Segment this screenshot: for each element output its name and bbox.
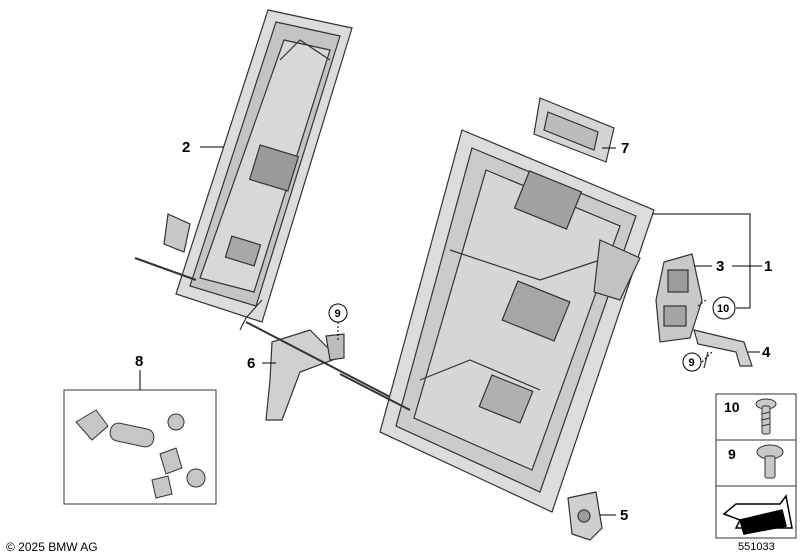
callout-6: 6 <box>247 355 255 372</box>
detail-box-part-8 <box>63 389 217 505</box>
backrest-frame-narrow[interactable] <box>134 9 353 331</box>
fastener-legend: 10 9 <box>715 393 797 539</box>
callout-8: 8 <box>135 353 143 370</box>
bracket-part-4[interactable] <box>693 329 753 369</box>
backrest-frame-large[interactable] <box>339 129 655 513</box>
circled-callout-10: 10 <box>712 296 736 320</box>
latch-part-5[interactable] <box>567 491 603 541</box>
direction-arrow-icon <box>722 494 793 535</box>
circled-callout-9-lower: 9 <box>682 352 702 372</box>
callout-5: 5 <box>620 507 628 524</box>
legend-label-10: 10 <box>724 399 740 415</box>
screw-icon <box>755 398 777 435</box>
svg-text:10: 10 <box>717 303 729 315</box>
svg-text:9: 9 <box>335 308 341 320</box>
lock-part-3[interactable] <box>655 253 703 343</box>
callout-3: 3 <box>716 258 724 275</box>
copyright-text: © 2025 BMW AG <box>6 540 98 554</box>
diagram-id: 551033 <box>738 541 775 553</box>
callout-4: 4 <box>762 344 771 361</box>
callout-2: 2 <box>182 139 190 156</box>
callout-1: 1 <box>764 258 772 275</box>
svg-text:9: 9 <box>689 357 695 369</box>
bracket-part-6[interactable] <box>245 321 393 421</box>
circled-callout-9-upper: 9 <box>328 303 348 323</box>
bracket-part-7[interactable] <box>533 97 615 163</box>
legend-label-9: 9 <box>728 446 736 462</box>
leader-lines <box>139 146 762 516</box>
bolt-icon <box>756 444 784 479</box>
callout-7: 7 <box>621 140 629 157</box>
